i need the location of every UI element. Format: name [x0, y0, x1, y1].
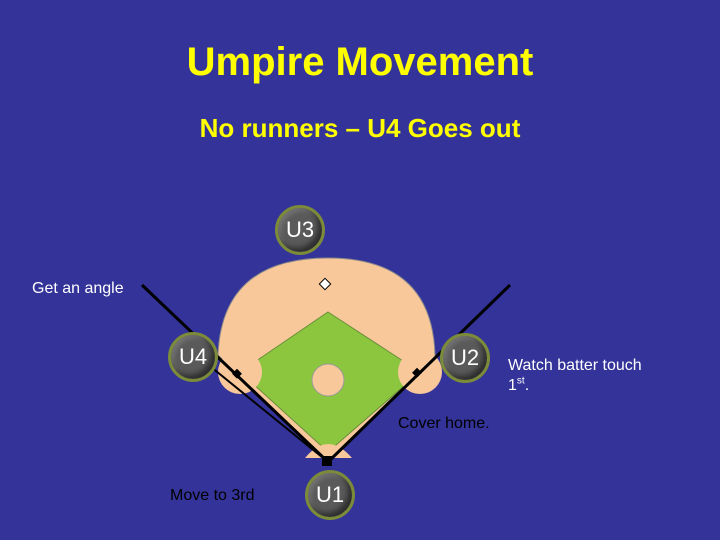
- note-move-to-third: Move to 3rd: [170, 487, 255, 504]
- home-plate-cutout: [305, 444, 352, 458]
- third-base: [232, 368, 242, 379]
- note-watch-batter-line1: Watch batter touch: [508, 357, 642, 374]
- slide-subtitle: No runners – U4 Goes out: [199, 113, 521, 143]
- umpire-u2: U2: [440, 333, 490, 383]
- note-watch-batter-sup: st: [516, 375, 525, 387]
- first-base: [412, 367, 422, 378]
- umpire-u4: U4: [168, 332, 218, 382]
- note-watch-batter-base: 1: [508, 377, 517, 394]
- second-base: [318, 277, 332, 291]
- note-watch-batter: Watch batter touch 1st.: [508, 356, 642, 396]
- umpire-u1: U1: [305, 470, 355, 520]
- umpire-u3: U3: [275, 205, 325, 255]
- home-plate: [322, 456, 332, 466]
- note-get-angle: Get an angle: [32, 280, 124, 297]
- u4-movement-line: [199, 357, 329, 463]
- note-cover-home: Cover home.: [398, 415, 490, 432]
- note-watch-batter-end: .: [524, 377, 530, 394]
- pitchers-mound: [311, 363, 345, 397]
- slide-title: Umpire Movement: [186, 40, 534, 84]
